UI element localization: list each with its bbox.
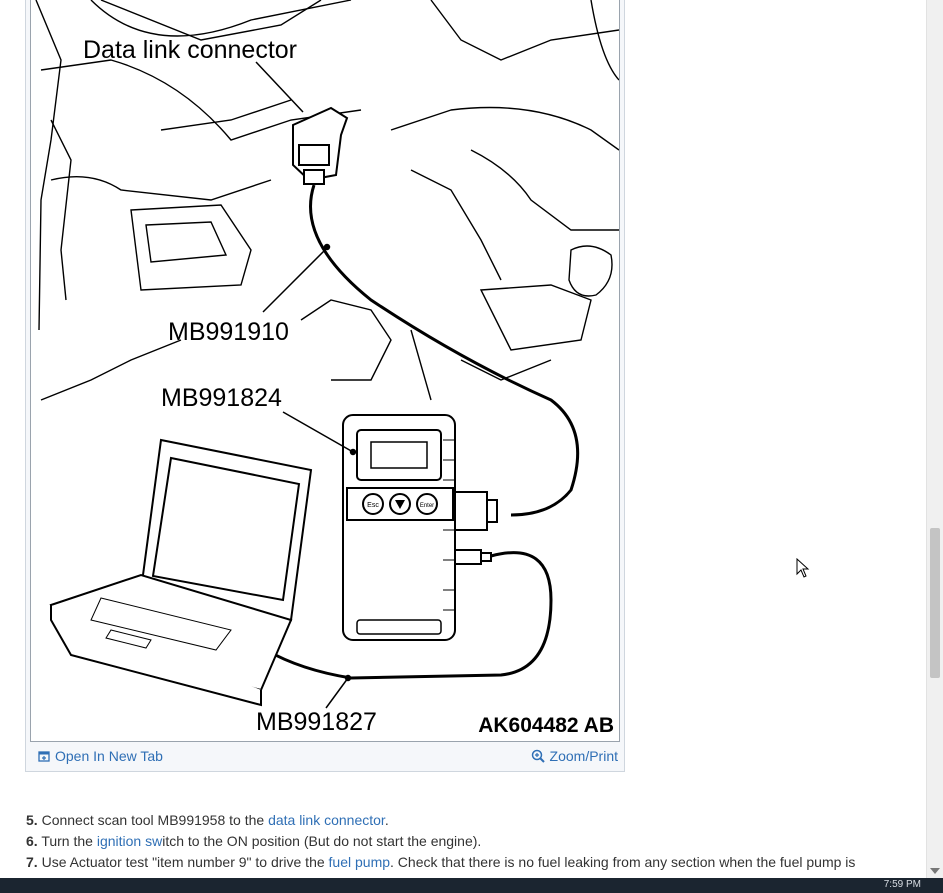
step-6: 6. Turn the ignition switch to the ON po… [26,831,906,852]
procedure-steps: 5. Connect scan tool MB991958 to the dat… [26,810,906,873]
esc-key-label: Esc [367,502,379,509]
laptop-drawing [49,438,313,707]
cable-mb991827 [265,551,553,680]
zoom-print-label: Zoom/Print [549,748,618,764]
callout-mb991910: MB991910 [168,318,289,346]
callout-mb991824: MB991824 [161,384,282,412]
callout-data-link-connector: Data link connector [83,36,297,64]
step-number: 7. [26,854,38,870]
zoom-print-link[interactable]: Zoom/Print [531,748,618,764]
callout-mb991827: MB991827 [256,708,377,736]
diagram-svg: Esc Enter [35,0,619,737]
callout-leaders [255,61,357,709]
step-number: 6. [26,833,38,849]
cable-mb991910 [309,184,580,517]
new-tab-icon [38,751,50,762]
step-5: 5. Connect scan tool MB991958 to the dat… [26,810,906,831]
step-text: . [384,812,389,828]
vertical-scrollbar[interactable] [926,0,943,878]
scroll-down-arrow-icon[interactable] [930,868,940,874]
step-number: 5. [26,812,38,828]
step-text: Turn the [41,833,97,849]
step-7: 7. Use Actuator test "item number 9" to … [26,852,906,873]
zoom-icon [531,749,545,763]
enter-key-label: Enter [420,503,434,509]
fuel-pump-link[interactable]: fuel pump [328,854,391,870]
scrollbar-thumb[interactable] [930,528,940,678]
ignition-switch-link[interactable]: ignition sw [96,833,163,849]
open-new-tab-link[interactable]: Open In New Tab [38,748,163,764]
figure-footer: Open In New Tab Zoom/Print [26,742,624,770]
scan-tool-mb991824: Esc Enter [342,414,498,641]
open-new-tab-label: Open In New Tab [55,748,163,764]
data-link-connector-link[interactable]: data link connector [268,812,385,828]
step-text: itch to the ON position (But do not star… [162,833,482,849]
mouse-cursor-icon [796,558,810,578]
service-diagram: Esc Enter [30,0,620,742]
step-text: Use Actuator test "item number 9" to dri… [41,854,329,870]
taskbar-clock: 7:59 PM [883,879,921,890]
step-text: Connect scan tool MB991958 to the [41,812,269,828]
figure-container: Esc Enter [25,0,625,772]
dashboard-lineart [35,0,619,401]
step-text: . Check that there is no fuel leaking fr… [390,854,856,870]
figure-id: AK604482 AB [478,714,614,737]
data-link-connector-drawing [292,106,349,185]
taskbar: 7:59 PM [0,878,943,893]
